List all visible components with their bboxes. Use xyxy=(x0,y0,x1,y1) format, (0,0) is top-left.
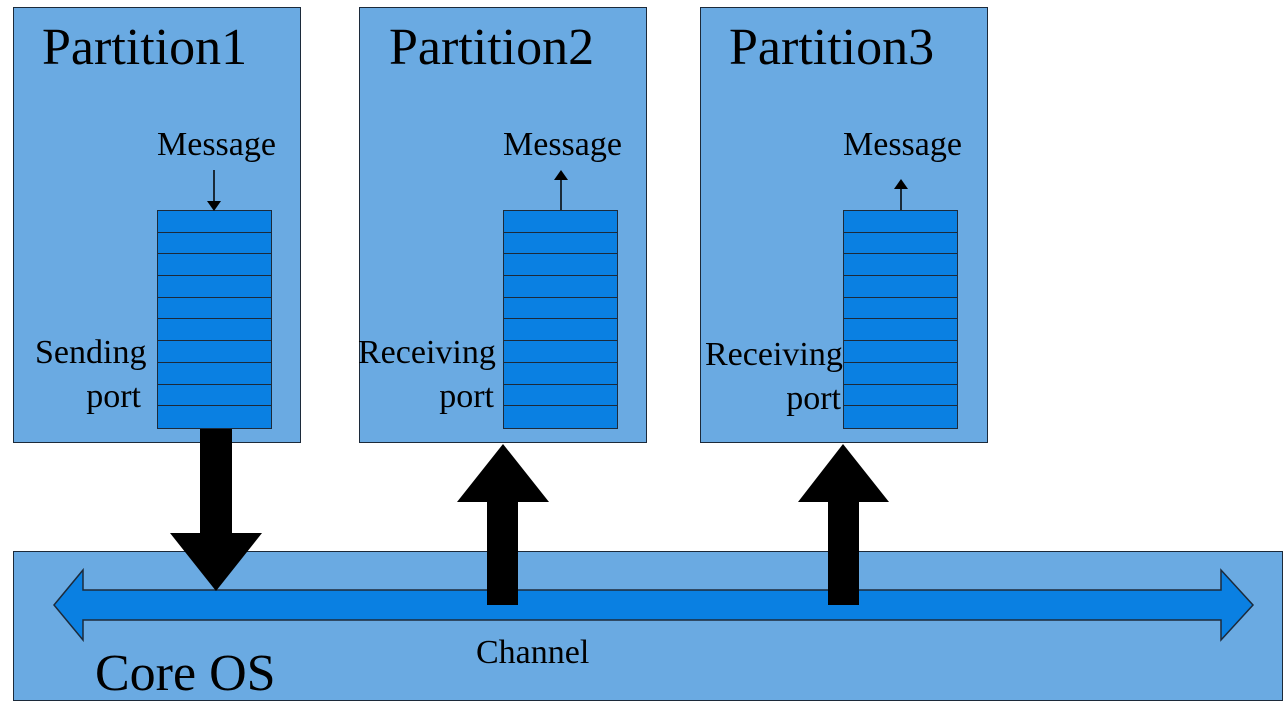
channel-double-arrow xyxy=(53,567,1255,643)
queue-slot xyxy=(158,211,271,233)
partition-1-title: Partition1 xyxy=(42,19,248,76)
queue-slot xyxy=(158,385,271,407)
queue-slot xyxy=(844,211,957,233)
partition-1-message-label: Message xyxy=(157,126,276,163)
partition-1-send-arrow xyxy=(170,429,262,591)
queue-slot xyxy=(504,254,617,277)
queue-slot xyxy=(158,319,271,342)
queue-slot xyxy=(844,298,957,320)
queue-slot xyxy=(504,298,617,320)
core-os-title: Core OS xyxy=(95,645,276,702)
queue-slot xyxy=(504,341,617,363)
partition-2-port-label-line2: port xyxy=(439,377,494,415)
channel-label: Channel xyxy=(476,634,590,671)
queue-slot xyxy=(158,254,271,277)
queue-slot xyxy=(844,254,957,277)
queue-slot xyxy=(158,233,271,255)
queue-slot xyxy=(844,385,957,407)
queue-slot xyxy=(158,298,271,320)
partition-3-receiving-port-queue xyxy=(843,210,958,429)
partition-1-port-label-line1: Sending xyxy=(35,334,147,371)
partition-2-message-label: Message xyxy=(503,126,622,163)
partition-3-message-label: Message xyxy=(843,126,962,163)
partition-2-message-out-arrow xyxy=(554,170,568,210)
partition-3-title: Partition3 xyxy=(729,19,935,76)
partition-2-receiving-port-queue xyxy=(503,210,618,429)
partition-3-port-label: Receiving port xyxy=(705,333,843,420)
queue-slot xyxy=(158,363,271,385)
queue-slot xyxy=(158,276,271,298)
partition-2-port-label-line1: Receiving xyxy=(358,334,496,371)
queue-slot xyxy=(504,363,617,385)
queue-slot xyxy=(844,233,957,255)
queue-slot xyxy=(844,363,957,385)
partition-2-port-label: Receiving port xyxy=(358,331,496,418)
queue-slot xyxy=(504,385,617,407)
partition-1-sending-port-queue xyxy=(157,210,272,429)
queue-slot xyxy=(844,341,957,363)
partition-2-receive-arrow xyxy=(457,444,549,605)
queue-slot xyxy=(504,319,617,342)
partition-3-message-out-arrow xyxy=(894,179,908,210)
queue-slot xyxy=(504,211,617,233)
partition-2-title: Partition2 xyxy=(389,19,595,76)
partition-3-port-label-line2: port xyxy=(786,379,841,417)
partition-3-port-label-line1: Receiving xyxy=(705,336,843,373)
queue-slot xyxy=(504,233,617,255)
queue-slot xyxy=(504,276,617,298)
queue-slot xyxy=(158,341,271,363)
queue-slot xyxy=(844,276,957,298)
partition-1-port-label-line2: port xyxy=(86,377,141,415)
partition-1-port-label: Sending port xyxy=(35,331,147,418)
queue-slot xyxy=(844,319,957,342)
partition-1-message-in-arrow xyxy=(207,170,221,211)
partition-3-receive-arrow xyxy=(798,444,889,605)
